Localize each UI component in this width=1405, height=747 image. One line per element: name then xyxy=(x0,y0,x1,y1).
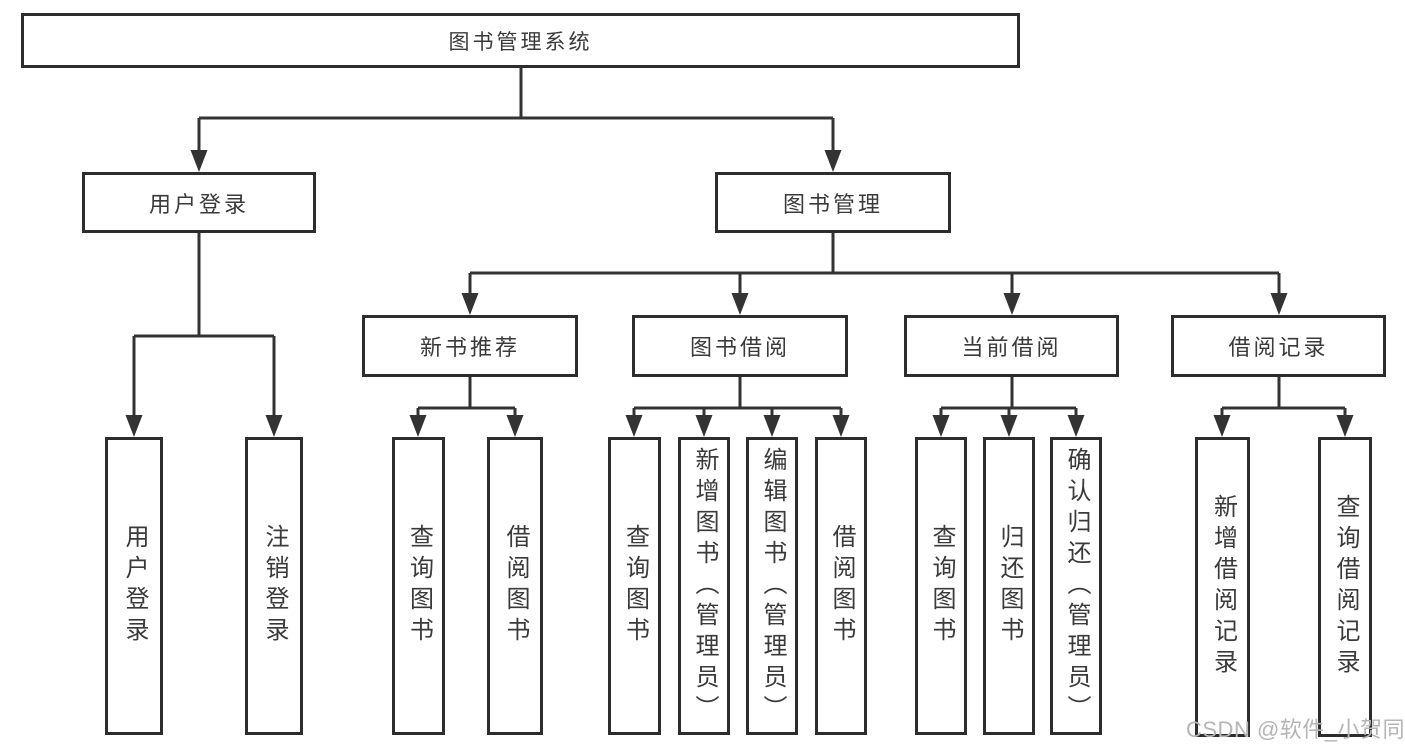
leaf-records-query-borrow-record: 查询借阅记录 xyxy=(1318,437,1372,737)
leaf-borrowing-query-books: 查询图书 xyxy=(608,437,661,735)
csdn-watermark: CSDN @软件_小贺同学 xyxy=(1186,717,1405,742)
leaf-borrowing-borrow-books: 借阅图书 xyxy=(815,437,867,735)
leaf-borrowing-add-books-admin: 新增图书（管理员） xyxy=(678,437,730,735)
node-borrowing-records: 借阅记录 xyxy=(1171,315,1386,377)
leaf-records-add-borrow-record: 新增借阅记录 xyxy=(1195,437,1250,737)
node-book-borrowing: 图书借阅 xyxy=(632,315,848,377)
leaf-borrowing-edit-books-admin: 编辑图书（管理员） xyxy=(746,437,798,735)
node-book-management: 图书管理 xyxy=(715,172,951,233)
node-user-login: 用户登录 xyxy=(82,172,316,233)
connector-book-mgmt-children xyxy=(461,233,1288,315)
connector-user-login-children xyxy=(125,233,283,437)
node-current-borrowing: 当前借阅 xyxy=(904,315,1119,377)
leaf-current-confirm-return-admin: 确认归还（管理员） xyxy=(1050,437,1102,735)
node-library-system: 图书管理系统 xyxy=(21,13,1020,68)
leaf-current-return-books: 归还图书 xyxy=(983,437,1035,735)
connector-root-to-level2 xyxy=(190,68,842,172)
leaf-user-login: 用户登录 xyxy=(105,437,163,735)
leaf-newbook-query-books: 查询图书 xyxy=(392,437,445,735)
leaf-logout: 注销登录 xyxy=(245,437,303,735)
leaf-newbook-borrow-books: 借阅图书 xyxy=(487,437,543,735)
leaf-current-query-books: 查询图书 xyxy=(915,437,967,735)
connector-current-borrow-children xyxy=(932,377,1085,437)
connector-new-book-children xyxy=(409,377,524,437)
connector-book-borrow-children xyxy=(625,377,850,437)
node-new-book-recommend: 新书推荐 xyxy=(362,315,578,377)
connector-borrow-record-children xyxy=(1213,377,1354,437)
